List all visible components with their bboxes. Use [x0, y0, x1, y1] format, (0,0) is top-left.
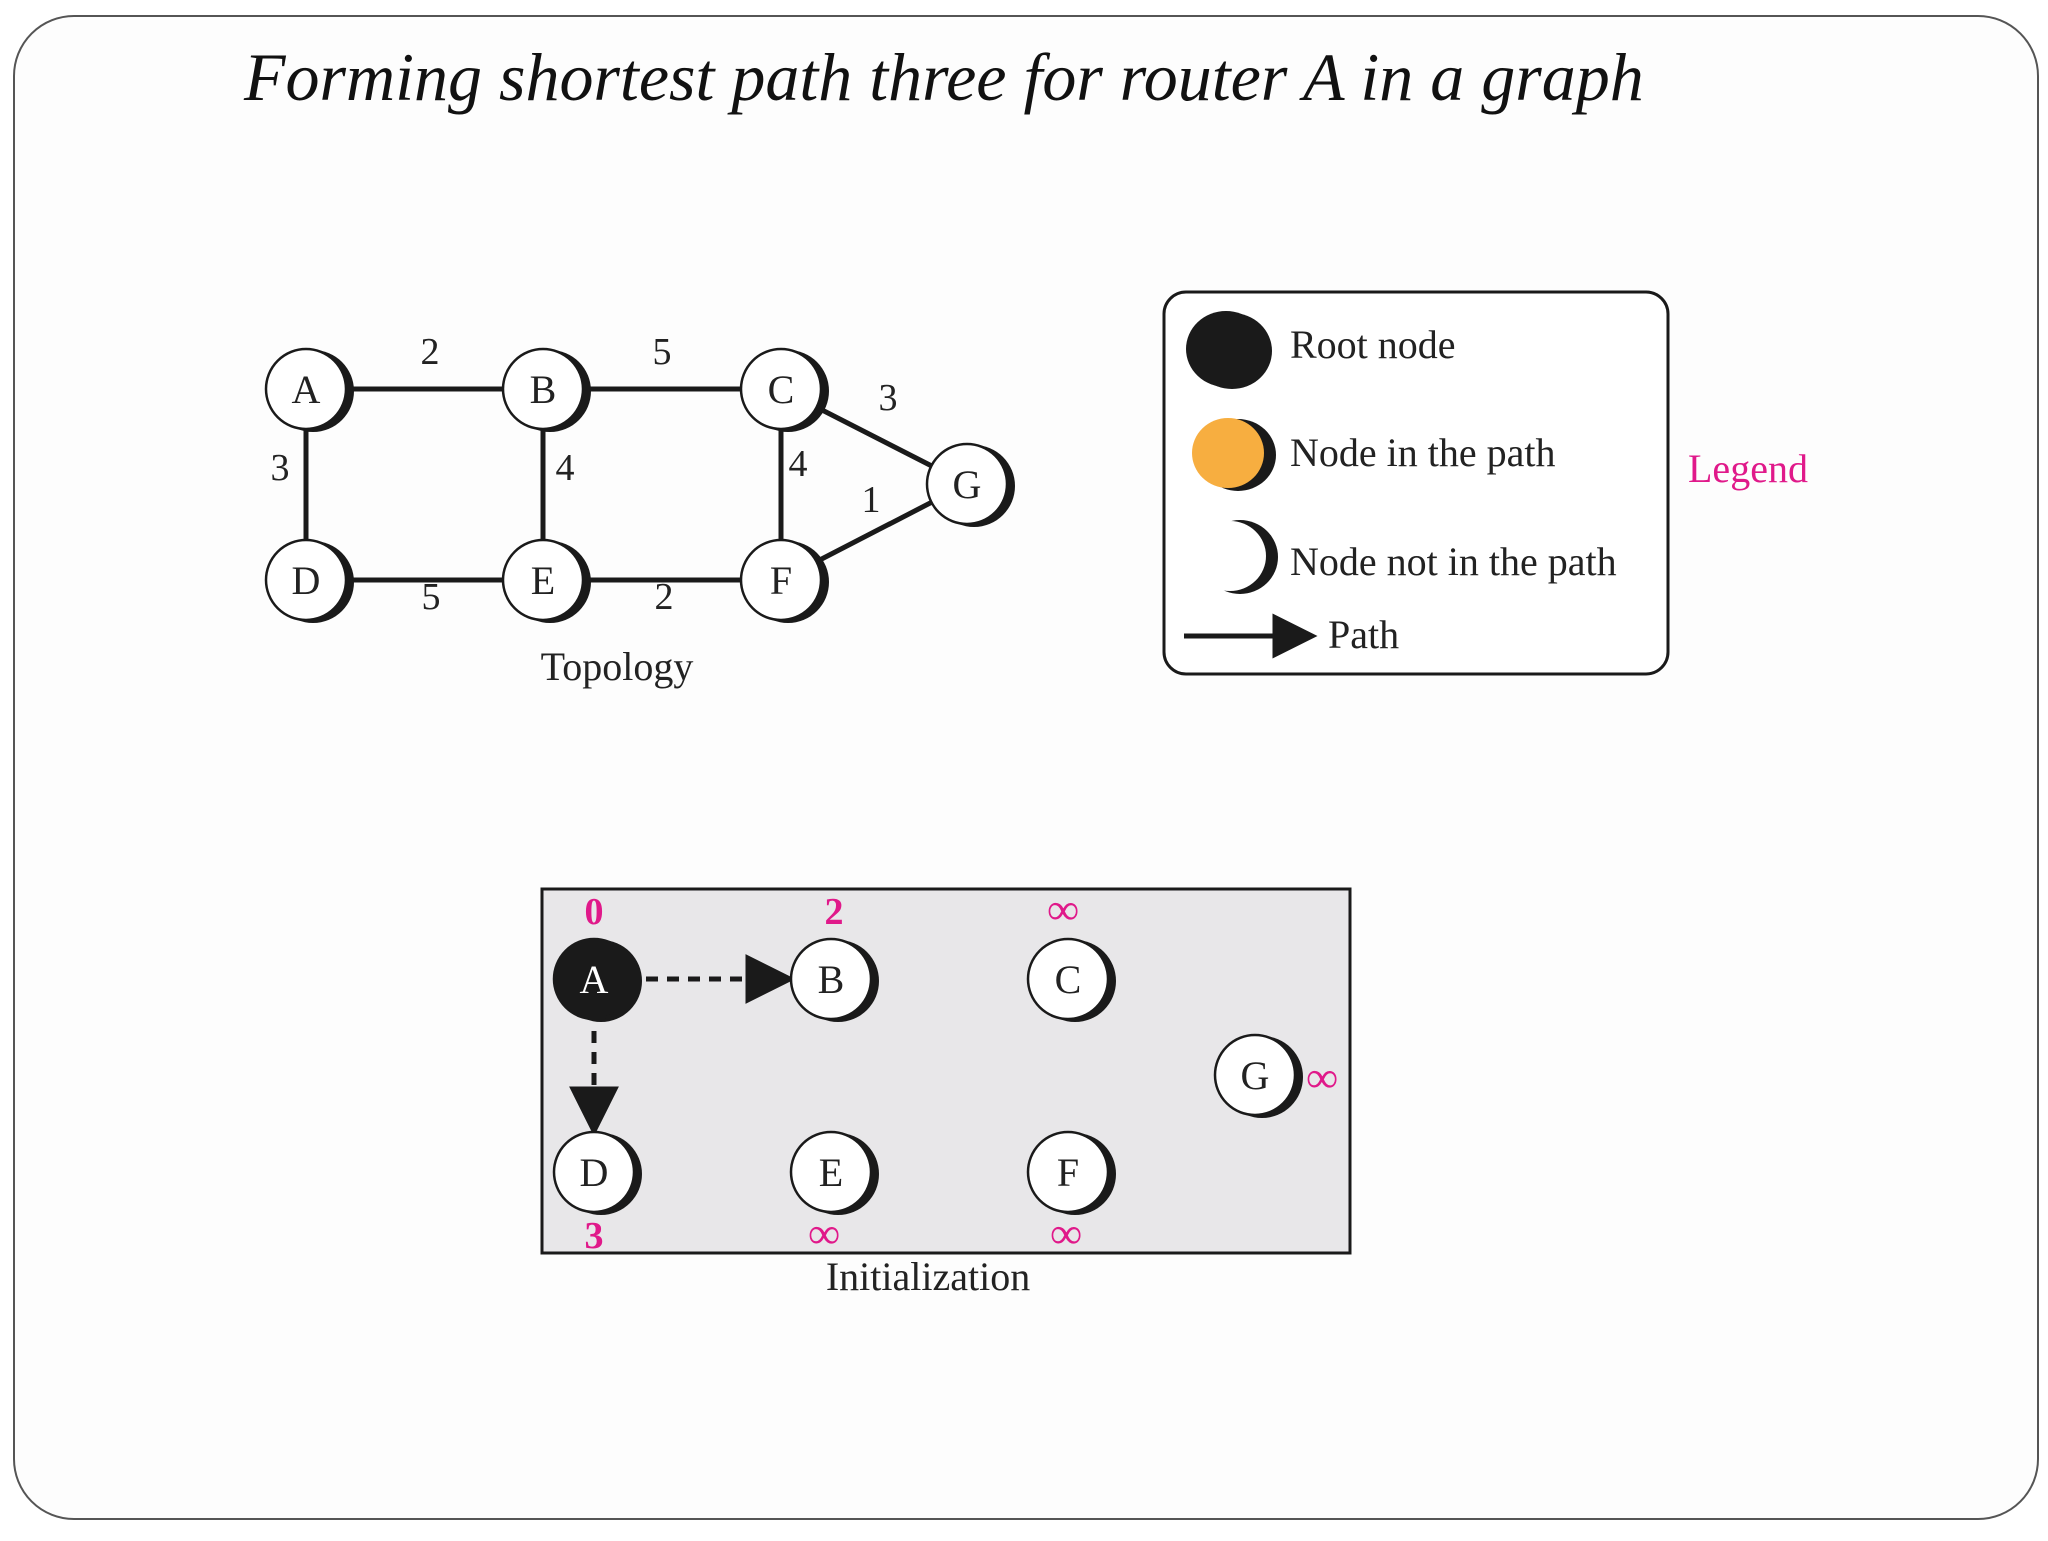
topology-node-label: C [768, 367, 795, 412]
init-cost-b: 2 [825, 891, 844, 933]
topology-node-label: F [770, 558, 792, 603]
topology-node-a: A [264, 347, 354, 432]
legend-root-label: Root node [1290, 322, 1456, 367]
topology-edge-weight: 2 [655, 576, 674, 618]
legend-in-path-swatch [1192, 418, 1276, 491]
topology-edge-weights: 2 5 3 4 4 3 1 5 2 [271, 331, 898, 618]
topology-edge-weight: 1 [862, 479, 881, 521]
topology-node-d: D [264, 538, 354, 623]
init-node-label: A [580, 957, 609, 1002]
init-node-d: D [552, 1130, 642, 1215]
slide-title: Forming shortest path three for router A… [243, 39, 1644, 115]
topology-node-c: C [739, 347, 829, 432]
init-cost-d: 3 [585, 1215, 604, 1257]
init-node-g: G [1213, 1033, 1303, 1118]
init-node-e: E [789, 1130, 879, 1215]
initialization-panel: A B C D E F G 0 2 ∞ 3 ∞ ∞ ∞ Initialization [540, 885, 1352, 1299]
topology-node-f: F [739, 538, 829, 623]
topology-node-label: E [531, 558, 555, 603]
init-cost-c: ∞ [1047, 885, 1078, 934]
init-cost-f: ∞ [1050, 1209, 1081, 1258]
init-node-label: G [1241, 1053, 1270, 1098]
legend-title: Legend [1688, 446, 1808, 491]
initialization-nodes: A B C D E F G [552, 937, 1303, 1215]
topology-node-e: E [501, 538, 591, 623]
init-node-a: A [552, 937, 642, 1022]
legend-root-swatch [1186, 311, 1272, 389]
init-node-label: F [1057, 1150, 1079, 1195]
legend: Root node Node in the path Node not in t… [1162, 290, 1670, 676]
topology-graph: 2 5 3 4 4 3 1 5 2 A B C D E F G Topology [264, 331, 1015, 689]
init-node-b: B [789, 937, 879, 1022]
topology-node-label: D [292, 558, 321, 603]
topology-nodes: A B C D E F G [264, 347, 1015, 623]
initialization-caption: Initialization [826, 1254, 1030, 1299]
topology-edge-weight: 3 [879, 377, 898, 419]
topology-edge-weight: 4 [789, 443, 808, 485]
initialization-costs: 0 2 ∞ 3 ∞ ∞ ∞ [585, 885, 1338, 1258]
init-cost-e: ∞ [808, 1209, 839, 1258]
init-node-label: E [819, 1150, 843, 1195]
init-node-f: F [1026, 1130, 1116, 1215]
init-node-label: B [818, 957, 845, 1002]
topology-caption: Topology [541, 644, 694, 689]
legend-box [1162, 290, 1670, 676]
topology-edge-weight: 5 [653, 331, 672, 373]
legend-not-in-path-label: Node not in the path [1290, 539, 1617, 584]
topology-node-label: A [292, 367, 321, 412]
topology-node-label: B [530, 367, 557, 412]
init-node-c: C [1026, 937, 1116, 1022]
topology-edge-weight: 3 [271, 447, 290, 489]
legend-path-label: Path [1328, 612, 1399, 657]
topology-edge-weight: 4 [556, 447, 575, 489]
init-cost-g: ∞ [1306, 1053, 1337, 1102]
init-node-label: C [1055, 957, 1082, 1002]
topology-node-g: G [925, 442, 1015, 527]
topology-edge-weight: 5 [422, 576, 441, 618]
legend-in-path-label: Node in the path [1290, 430, 1556, 475]
initialization-paths [569, 954, 796, 1137]
topology-edge-weight: 2 [421, 331, 440, 373]
topology-node-label: G [953, 462, 982, 507]
topology-node-b: B [501, 347, 591, 432]
init-node-label: D [580, 1150, 609, 1195]
legend-not-in-path-swatch [1194, 520, 1278, 594]
init-cost-a: 0 [585, 891, 604, 933]
